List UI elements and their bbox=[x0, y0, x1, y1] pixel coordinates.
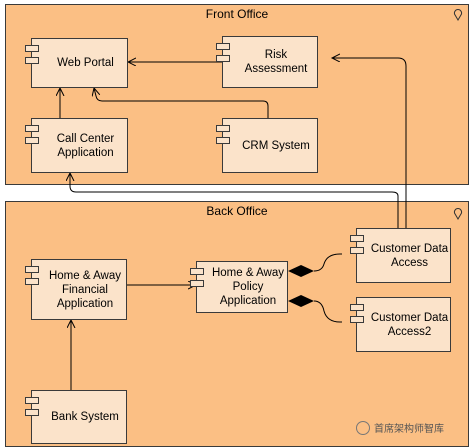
component-icon bbox=[25, 266, 39, 292]
crm-system-component[interactable]: CRM System bbox=[216, 118, 318, 173]
home-away-policy-application-component[interactable]: Home & Away Policy Application bbox=[190, 261, 288, 313]
component-label: Bank System bbox=[51, 411, 119, 423]
group-title: Front Office bbox=[205, 7, 269, 21]
location-icon bbox=[453, 208, 463, 220]
watermark-text: 首席架构师智库 bbox=[374, 424, 444, 435]
component-icon bbox=[190, 268, 204, 294]
component-label: Web Portal bbox=[57, 57, 114, 69]
customer-data-access2-component[interactable]: Customer Data Access2 bbox=[350, 297, 451, 352]
component-label: CRM System bbox=[242, 139, 310, 152]
component-icon bbox=[350, 304, 364, 330]
risk-assessment-component[interactable]: Risk Assessment bbox=[216, 36, 318, 88]
component-icon bbox=[25, 125, 39, 151]
customer-data-access-component[interactable]: Customer Data Access bbox=[350, 228, 451, 283]
web-portal-component[interactable]: Web Portal bbox=[25, 38, 128, 88]
component-label: Customer Data Access bbox=[370, 242, 449, 269]
watermark: 首席架构师智库 bbox=[356, 420, 444, 435]
location-icon bbox=[453, 9, 463, 21]
component-icon bbox=[216, 125, 230, 151]
component-label: Home & Away Policy Application bbox=[211, 267, 284, 307]
component-label: Call Center Application bbox=[56, 132, 115, 159]
group-title: Back Office bbox=[206, 204, 268, 218]
wechat-logo-icon bbox=[356, 420, 370, 435]
component-icon bbox=[216, 43, 230, 69]
component-icon bbox=[350, 235, 364, 261]
component-label: Risk Assessment bbox=[244, 49, 308, 75]
home-away-financial-application-component[interactable]: Home & Away Financial Application bbox=[25, 259, 127, 320]
component-label: Home & Away Financial Application bbox=[48, 269, 121, 310]
component-label: Customer Data Access2 bbox=[370, 311, 449, 338]
component-icon bbox=[25, 397, 39, 423]
call-center-application-component[interactable]: Call Center Application bbox=[25, 118, 128, 173]
bank-system-component[interactable]: Bank System bbox=[25, 390, 127, 444]
component-icon bbox=[25, 45, 39, 71]
